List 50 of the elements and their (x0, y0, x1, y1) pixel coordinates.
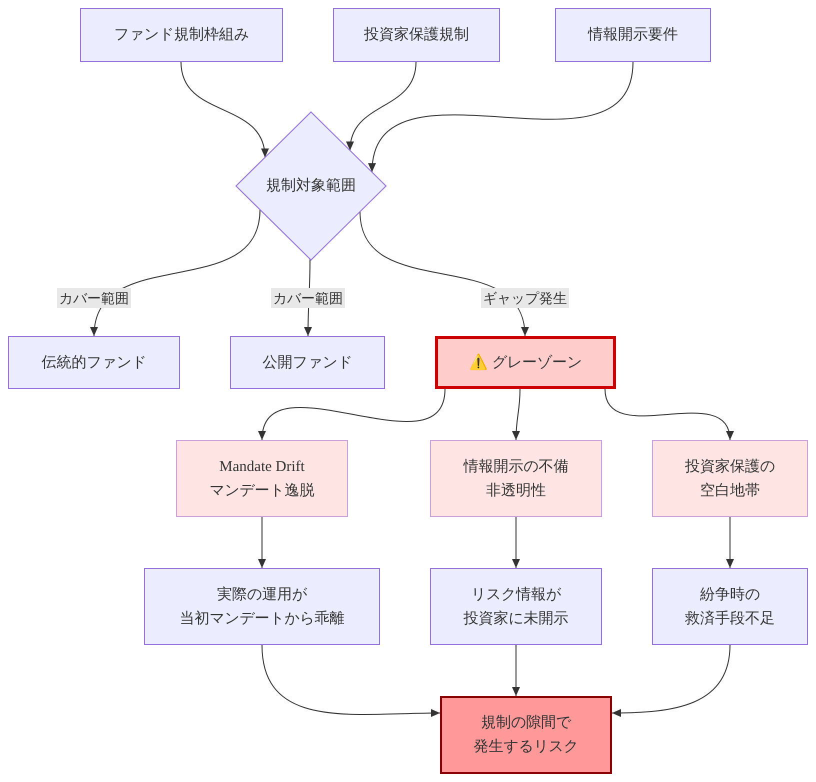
node-label: 規制対象範囲 (266, 176, 356, 196)
arrow (258, 516, 266, 568)
decision-diamond (235, 111, 387, 261)
process-box (144, 568, 380, 645)
arrow (512, 516, 520, 568)
process-box (555, 8, 711, 62)
warning-box (435, 336, 616, 389)
process-box (8, 336, 180, 389)
risk-box (440, 696, 612, 774)
arrow (512, 644, 520, 696)
node-label: 投資家に未開示 (464, 608, 568, 628)
node-label: リスク情報が (471, 584, 561, 604)
node-label: 情報開示の不備 (464, 456, 568, 476)
node-label: 実際の運用が (217, 584, 307, 604)
node-label: ファンド規制枠組み (114, 25, 249, 45)
node-label: ⚠ グレーゾーン (468, 352, 582, 372)
node-label: 情報開示要件 (588, 25, 678, 45)
arrow (512, 388, 520, 440)
arrow (604, 388, 732, 440)
node-label: 公開ファンド (262, 352, 352, 372)
arrow (726, 516, 734, 568)
arrow (262, 644, 440, 718)
process-box (230, 336, 385, 389)
node-label: 発生するリスク (474, 737, 578, 757)
edge-label: カバー範囲 (271, 288, 345, 308)
node-label: マンデート逸脱 (210, 480, 314, 500)
issue-box (430, 440, 602, 517)
node-label: 当初マンデートから乖離 (180, 608, 344, 628)
node-label: 非透明性 (486, 480, 546, 500)
arrow (612, 644, 730, 717)
node-label: 紛争時の (700, 584, 760, 604)
arrow (260, 388, 446, 440)
arrow (180, 62, 268, 158)
process-box (333, 8, 500, 62)
issue-box (652, 440, 808, 517)
node-label: 規制の隙間で (481, 713, 571, 733)
process-box (652, 568, 808, 645)
node-label: 空白地帯 (700, 480, 760, 500)
node-label: Mandate Drift (219, 458, 305, 476)
node-label: 投資家保護の (685, 456, 775, 476)
arrow (370, 62, 634, 173)
process-box (80, 8, 283, 62)
edge-label: ギャップ発生 (481, 288, 569, 308)
arrow (347, 62, 416, 151)
issue-box (176, 440, 348, 517)
node-label: 投資家保護規制 (364, 25, 469, 45)
node-label: 救済手段不足 (685, 608, 775, 628)
edge-label: カバー範囲 (57, 288, 131, 308)
node-label: 伝統的ファンド (42, 352, 146, 372)
process-box (430, 568, 602, 645)
